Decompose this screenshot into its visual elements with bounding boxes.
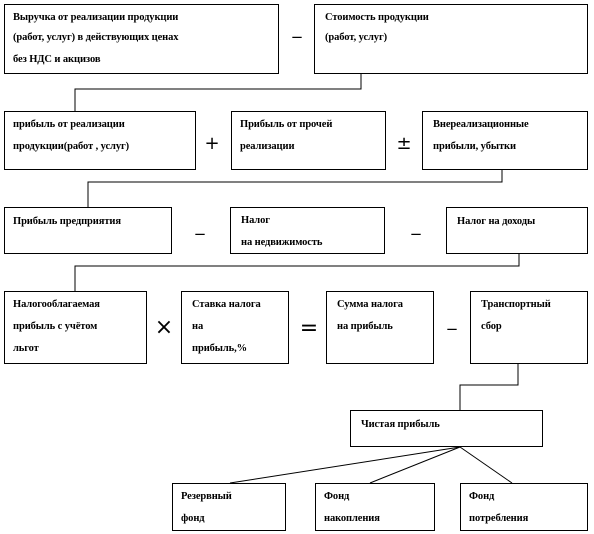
minus-operator: _ xyxy=(447,310,457,331)
box-text-line: фонд xyxy=(181,513,205,524)
box-text-line: Прибыль предприятия xyxy=(13,216,121,227)
box-text-line: на недвижимость xyxy=(241,237,323,248)
box-text-line: Налог на доходы xyxy=(457,216,536,227)
consumption-fund-box: Фонд потребления xyxy=(460,483,588,531)
box-text-line: Налог xyxy=(241,215,270,226)
connector-row2-row3 xyxy=(87,170,503,207)
box-text-line: Выручка от реализации продукции xyxy=(13,12,179,23)
box-text-line: Налогооблагаемая xyxy=(13,299,100,310)
box-text-line: накопления xyxy=(324,513,380,524)
connector-row1-row2 xyxy=(74,74,362,111)
income-tax-box: Налог на доходы xyxy=(446,207,588,254)
box-text-line: сбор xyxy=(481,321,502,332)
nonoperating-profit-box: Внереализационные прибыли, убытки xyxy=(422,111,588,170)
property-tax-box: Налог на недвижимость xyxy=(230,207,385,254)
box-text-line: на xyxy=(192,321,204,332)
reserve-fund-box: Резервный фонд xyxy=(172,483,286,531)
box-text-line: на прибыль xyxy=(337,321,393,332)
box-text-line: Прибыль от прочей xyxy=(240,119,333,130)
box-text-line: Фонд xyxy=(324,491,350,502)
box-text-line: (работ, услуг) xyxy=(325,32,388,43)
box-text-line: Фонд xyxy=(469,491,495,502)
minus-operator: _ xyxy=(195,215,205,236)
box-text-line: Резервный xyxy=(181,491,232,502)
net-profit-box: Чистая прибыль xyxy=(350,410,543,447)
box-text-line: (работ, услуг) в действующих ценах xyxy=(13,32,179,43)
box-text-line: льгот xyxy=(13,343,39,354)
box-text-line: реализации xyxy=(240,141,295,152)
box-text-line: без НДС и акцизов xyxy=(13,54,101,65)
taxable-profit-box: Налогооблагаемая прибыль с учётом льгот xyxy=(4,291,147,364)
box-text-line: прибыль с учётом xyxy=(13,321,98,332)
box-text-line: Стоимость продукции xyxy=(325,12,429,23)
box-text-line: прибыль от реализации xyxy=(13,119,125,130)
box-text-line: Чистая прибыль xyxy=(361,419,440,430)
box-text-line: потребления xyxy=(469,513,529,524)
box-text-line: прибыль,% xyxy=(192,343,248,354)
connector-to-consumption-fund xyxy=(459,446,513,484)
connector-to-accumulation-fund xyxy=(369,446,461,484)
multiply-operator: × xyxy=(154,315,174,340)
box-text-line: Сумма налога xyxy=(337,299,403,310)
box-text-line: Транспортный xyxy=(481,299,551,310)
transport-fee-box: Транспортный сбор xyxy=(470,291,588,364)
revenue-box: Выручка от реализации продукции (работ, … xyxy=(4,4,279,74)
equals-operator: = xyxy=(299,316,319,341)
profit-tax-amount-box: Сумма налога на прибыль xyxy=(326,291,434,364)
sales-profit-box: прибыль от реализации продукции(работ , … xyxy=(4,111,196,170)
connector-row4-row5 xyxy=(459,364,519,410)
box-text-line: прибыли, убытки xyxy=(433,141,516,152)
box-text-line: Внереализационные xyxy=(433,119,529,130)
plus-minus-operator: ± xyxy=(396,133,412,154)
cost-box: Стоимость продукции (работ, услуг) xyxy=(314,4,588,74)
connector-to-reserve-fund xyxy=(229,446,461,484)
plus-operator: + xyxy=(204,133,220,154)
minus-operator: _ xyxy=(292,18,302,39)
minus-operator: _ xyxy=(411,215,421,236)
other-sales-profit-box: Прибыль от прочей реализации xyxy=(231,111,386,170)
box-text-line: Ставка налога xyxy=(192,299,261,310)
tax-rate-box: Ставка налога на прибыль,% xyxy=(181,291,289,364)
enterprise-profit-box: Прибыль предприятия xyxy=(4,207,172,254)
connector-row3-row4 xyxy=(74,254,520,291)
box-text-line: продукции(работ , услуг) xyxy=(13,141,130,152)
accumulation-fund-box: Фонд накопления xyxy=(315,483,435,531)
